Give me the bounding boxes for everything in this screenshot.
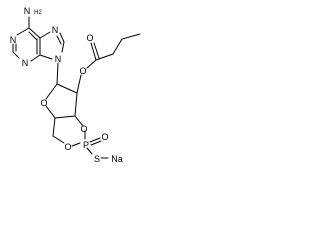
- atom-amine-h2: H2: [34, 10, 42, 16]
- bond-ccarbonyl-ocarbonyl-double: [93, 42, 100, 59]
- atom-na: Na: [111, 154, 123, 164]
- bond-n7-c8-double: [56, 35, 62, 45]
- bonds: [12, 16, 141, 159]
- atom-n7: N: [52, 25, 59, 35]
- bond-n9-c4: [39, 54, 53, 60]
- bond-c4-o4prime: [45, 105, 56, 119]
- bond-calpha-cbeta: [112, 38, 123, 55]
- atom-ester-o: O: [79, 66, 86, 76]
- bond-c2-c3prime: [74, 92, 78, 117]
- atom-s: S: [94, 154, 100, 164]
- atom-n3: N: [22, 58, 29, 68]
- bond-c4prime-c5prime: [52, 117, 56, 137]
- bond-c8-n9: [61, 41, 65, 53]
- atom-n9: N: [55, 54, 62, 64]
- bond-p-s: [86, 147, 93, 155]
- bond-n3-c4: [30, 54, 41, 62]
- atom-o5: O: [64, 142, 71, 152]
- bond-c1-c2prime: [56, 83, 78, 94]
- bond-o4-c1prime: [45, 83, 58, 100]
- atom-amine-n: N: [24, 6, 31, 16]
- bond-c5prime-o5: [52, 135, 65, 144]
- atom-carbonyl-o: O: [86, 33, 93, 43]
- bond-ccarbonyl-ocarbonyl: [90, 42, 97, 61]
- bond-c5-c6: [28, 27, 41, 39]
- bond-n9-c1prime: [56, 62, 59, 85]
- bond-c6-n1: [16, 27, 30, 36]
- bond-p-o-double-2: [90, 140, 102, 146]
- bond-cbeta-cgamma: [121, 33, 141, 40]
- bond-oester-ccarbonyl: [86, 59, 97, 69]
- atom-labels: N H2 N N N N O O O O O P O S Na: [10, 6, 123, 164]
- atom-ring-o: O: [40, 98, 47, 108]
- bond-o5-p: [71, 142, 81, 147]
- atom-n1: N: [10, 35, 17, 45]
- atom-o3: O: [80, 124, 87, 134]
- atom-p: P: [83, 140, 89, 150]
- bond-p-o-double: [89, 137, 101, 143]
- bond-n7-c8: [59, 32, 65, 43]
- bond-c5-c6-double: [28, 31, 38, 41]
- bond-c5-n7: [39, 31, 51, 39]
- bond-c2-n3: [12, 51, 20, 59]
- bond-c2prime-oester: [76, 74, 82, 94]
- bond-c3prime-o3: [74, 115, 84, 127]
- bond-c3-c4prime: [54, 115, 76, 119]
- bond-ccarbonyl-calpha: [95, 53, 114, 61]
- molecule-structure: N H2 N N N N O O O O O P O S Na: [10, 6, 141, 164]
- atom-p-oxo: O: [101, 132, 108, 142]
